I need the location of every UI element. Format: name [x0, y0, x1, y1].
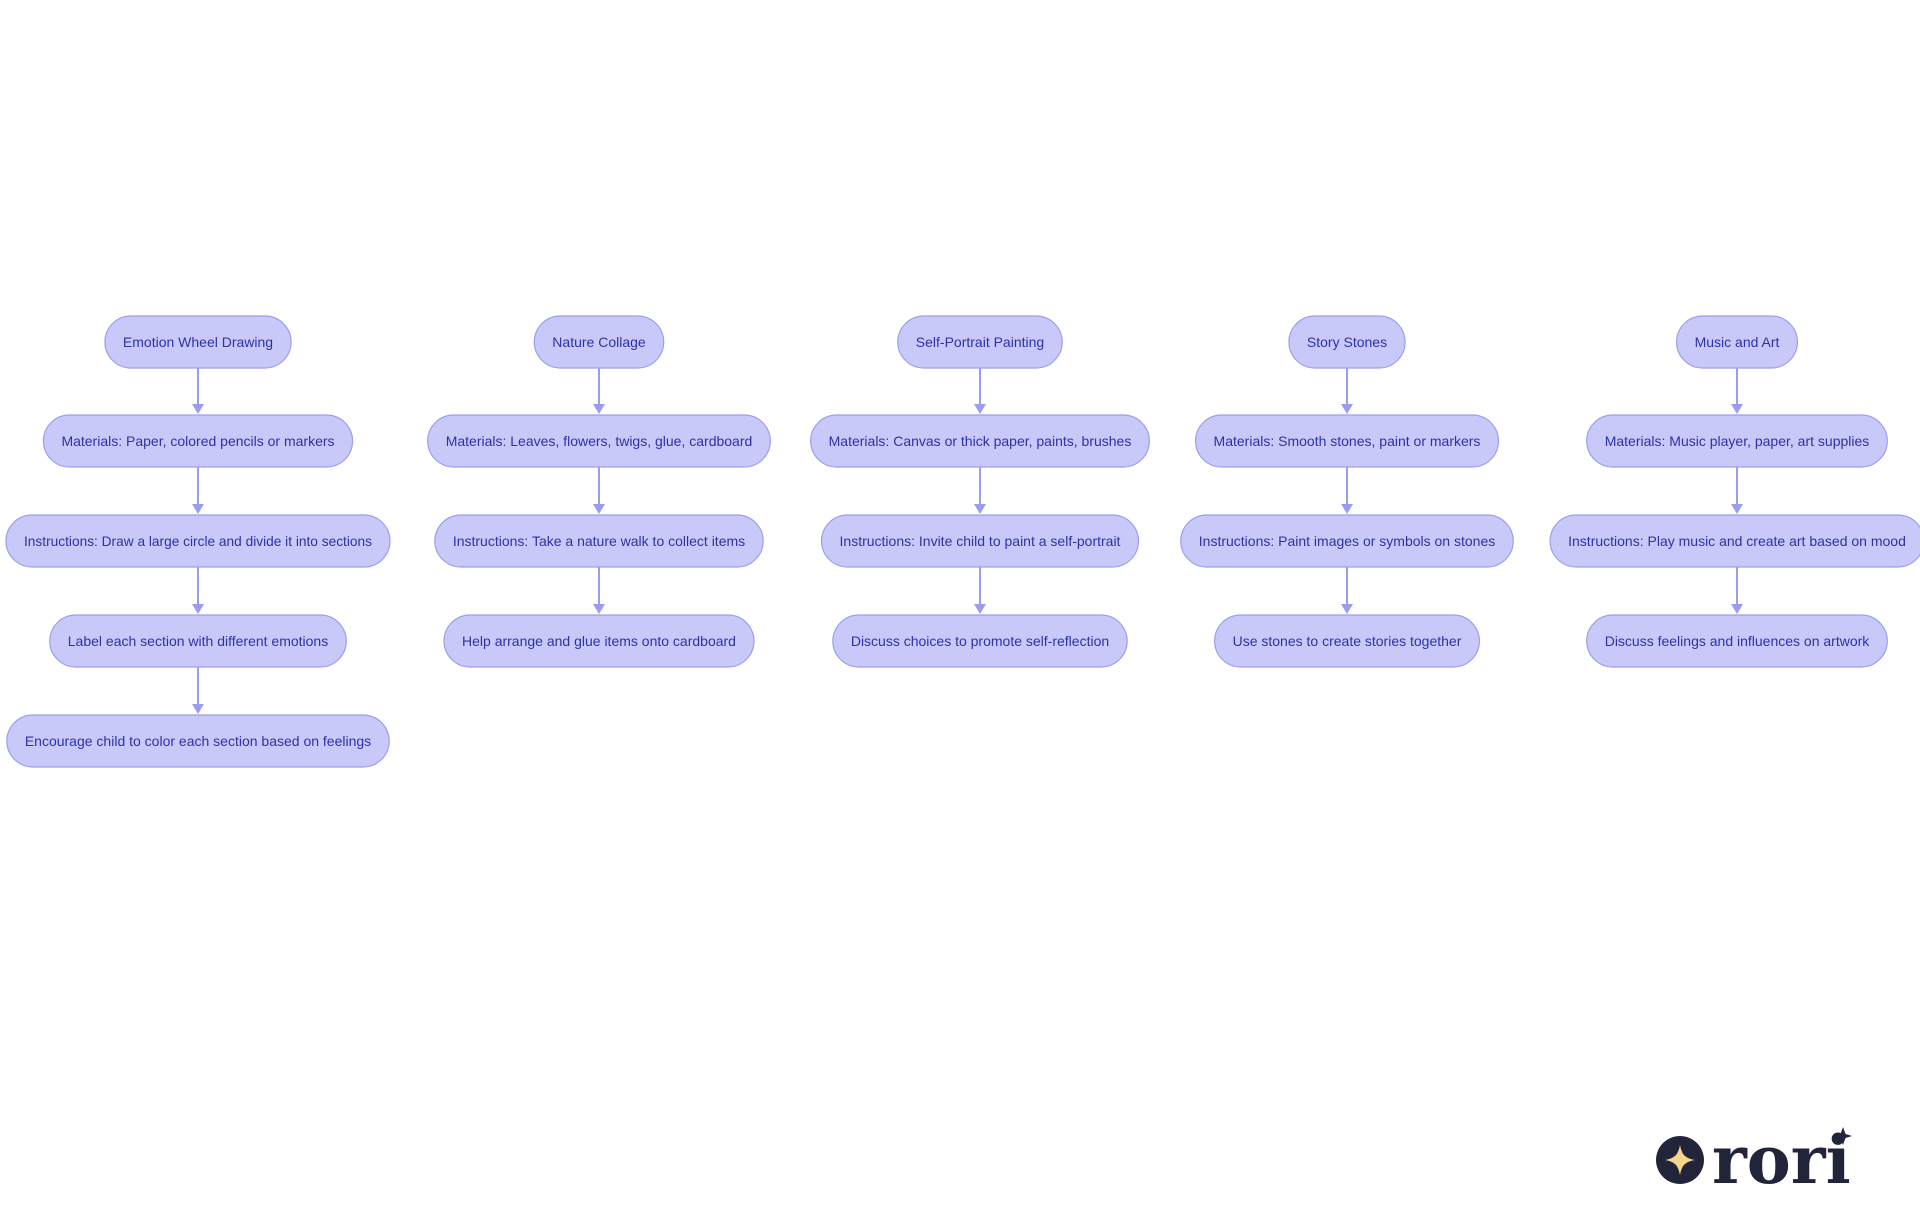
node-shape — [49, 614, 347, 668]
node-label: Instructions: Take a nature walk to coll… — [453, 533, 745, 549]
flow-step-node: Materials: Smooth stones, paint or marke… — [1194, 414, 1500, 468]
arrowhead-icon — [1341, 604, 1353, 614]
flow-step-node: Label each section with different emotio… — [49, 614, 347, 668]
flow-step-node: Materials: Paper, colored pencils or mar… — [42, 414, 354, 468]
flow-step-node: Help arrange and glue items onto cardboa… — [443, 614, 755, 668]
flow-step-node: Materials: Canvas or thick paper, paints… — [810, 414, 1150, 468]
node-label: Emotion Wheel Drawing — [123, 334, 273, 350]
node-label: Label each section with different emotio… — [68, 633, 328, 649]
node-shape — [1549, 514, 1920, 568]
node-label: Materials: Leaves, flowers, twigs, glue,… — [446, 433, 753, 449]
node-shape — [820, 514, 1140, 568]
arrowhead-icon — [593, 604, 605, 614]
activity-title-node: Story Stones — [1288, 315, 1406, 369]
arrowhead-icon — [1341, 404, 1353, 414]
node-label: Use stones to create stories together — [1233, 633, 1462, 649]
node-shape — [1675, 315, 1799, 369]
node-label: Instructions: Invite child to paint a se… — [840, 533, 1121, 549]
flow-step-node: Use stones to create stories together — [1214, 614, 1480, 668]
flow-step-node: Instructions: Take a nature walk to coll… — [434, 514, 764, 568]
flow-step-node: Instructions: Paint images or symbols on… — [1180, 514, 1514, 568]
node-shape — [832, 614, 1128, 668]
node-label: Instructions: Draw a large circle and di… — [24, 533, 372, 549]
node-label: Discuss feelings and influences on artwo… — [1605, 633, 1871, 649]
arrowhead-icon — [974, 504, 986, 514]
node-shape — [1586, 414, 1888, 468]
flow-step-node: Instructions: Draw a large circle and di… — [5, 514, 391, 568]
logo-star-icon — [1834, 1127, 1852, 1145]
node-shape — [1180, 514, 1514, 568]
flow-step-node: Discuss choices to promote self-reflecti… — [832, 614, 1128, 668]
node-label: Materials: Paper, colored pencils or mar… — [61, 433, 334, 449]
node-label: Nature Collage — [552, 334, 646, 350]
arrowhead-icon — [192, 604, 204, 614]
node-shape — [42, 414, 354, 468]
node-shape — [104, 315, 292, 369]
node-label: Self-Portrait Painting — [916, 334, 1044, 350]
node-shape — [1194, 414, 1500, 468]
node-label: Story Stones — [1307, 334, 1387, 350]
flow-step-node: Instructions: Play music and create art … — [1549, 514, 1920, 568]
activity-title-node: Self-Portrait Painting — [897, 315, 1063, 369]
node-shape — [1288, 315, 1406, 369]
flow-step-node: Materials: Music player, paper, art supp… — [1586, 414, 1888, 468]
node-label: Music and Art — [1695, 334, 1780, 350]
flow-step-node: Discuss feelings and influences on artwo… — [1586, 614, 1888, 668]
logo-wordmark: rori — [1712, 1125, 1851, 1195]
node-label: Instructions: Paint images or symbols on… — [1199, 533, 1495, 549]
node-label: Discuss choices to promote self-reflecti… — [851, 633, 1109, 649]
arrowhead-icon — [974, 604, 986, 614]
node-shape — [897, 315, 1063, 369]
edges-layer — [192, 368, 1743, 714]
node-shape — [427, 414, 771, 468]
arrowhead-icon — [192, 404, 204, 414]
flow-step-node: Encourage child to color each section ba… — [6, 714, 390, 768]
activity-title-node: Emotion Wheel Drawing — [104, 315, 292, 369]
node-shape — [1586, 614, 1888, 668]
activity-title-node: Nature Collage — [533, 315, 665, 369]
rori-logo: rori — [1656, 1125, 1852, 1195]
node-shape — [434, 514, 764, 568]
node-label: Materials: Music player, paper, art supp… — [1605, 433, 1870, 449]
arrowhead-icon — [192, 704, 204, 714]
arrowhead-icon — [1731, 404, 1743, 414]
arrowhead-icon — [1731, 604, 1743, 614]
node-shape — [443, 614, 755, 668]
node-label: Instructions: Play music and create art … — [1568, 533, 1906, 549]
arrowhead-icon — [1731, 504, 1743, 514]
node-label: Encourage child to color each section ba… — [25, 733, 371, 749]
node-shape — [810, 414, 1150, 468]
sparkle-icon — [1656, 1136, 1704, 1184]
node-shape — [5, 514, 391, 568]
node-label: Materials: Smooth stones, paint or marke… — [1214, 433, 1481, 449]
node-shape — [1214, 614, 1480, 668]
arrowhead-icon — [593, 404, 605, 414]
node-label: Help arrange and glue items onto cardboa… — [462, 633, 736, 649]
flow-step-node: Instructions: Invite child to paint a se… — [820, 514, 1140, 568]
arrowhead-icon — [593, 504, 605, 514]
arrowhead-icon — [1341, 504, 1353, 514]
arrowhead-icon — [974, 404, 986, 414]
node-shape — [6, 714, 390, 768]
node-shape — [533, 315, 665, 369]
node-label: Materials: Canvas or thick paper, paints… — [829, 433, 1132, 449]
flow-step-node: Materials: Leaves, flowers, twigs, glue,… — [427, 414, 771, 468]
activity-title-node: Music and Art — [1675, 315, 1799, 369]
arrowhead-icon — [192, 504, 204, 514]
